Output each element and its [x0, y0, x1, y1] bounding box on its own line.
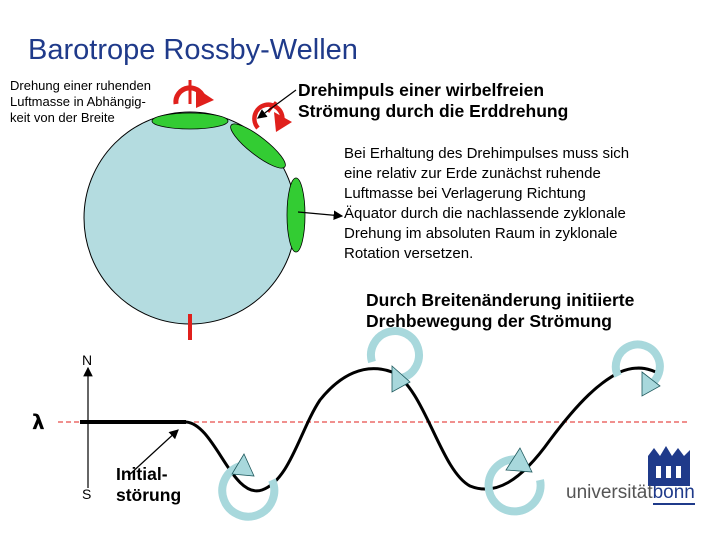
rotation-arrow-midlatitude-icon: [254, 105, 292, 132]
axis-label-lambda: λ: [32, 410, 45, 434]
label-line: Initial-: [116, 464, 181, 485]
label-line: störung: [116, 485, 181, 506]
rotation-arrow-pole-icon: [176, 88, 214, 108]
axis-label-south: S: [82, 486, 91, 502]
axis-label-north: N: [82, 352, 92, 368]
rotation-symbol-cyclonic-icon: [222, 454, 274, 517]
rotation-symbol-anticyclonic-icon: [371, 331, 419, 392]
air-mass-equator: [287, 178, 305, 252]
air-mass-pole: [152, 113, 228, 129]
initial-disturbance-label: Initial- störung: [116, 464, 181, 506]
logo-text-part: bonn: [653, 482, 695, 505]
logo-text-part: universität: [566, 482, 653, 503]
university-logo-text: universitätbonn: [566, 482, 695, 504]
university-logo-emblem: [648, 446, 690, 486]
